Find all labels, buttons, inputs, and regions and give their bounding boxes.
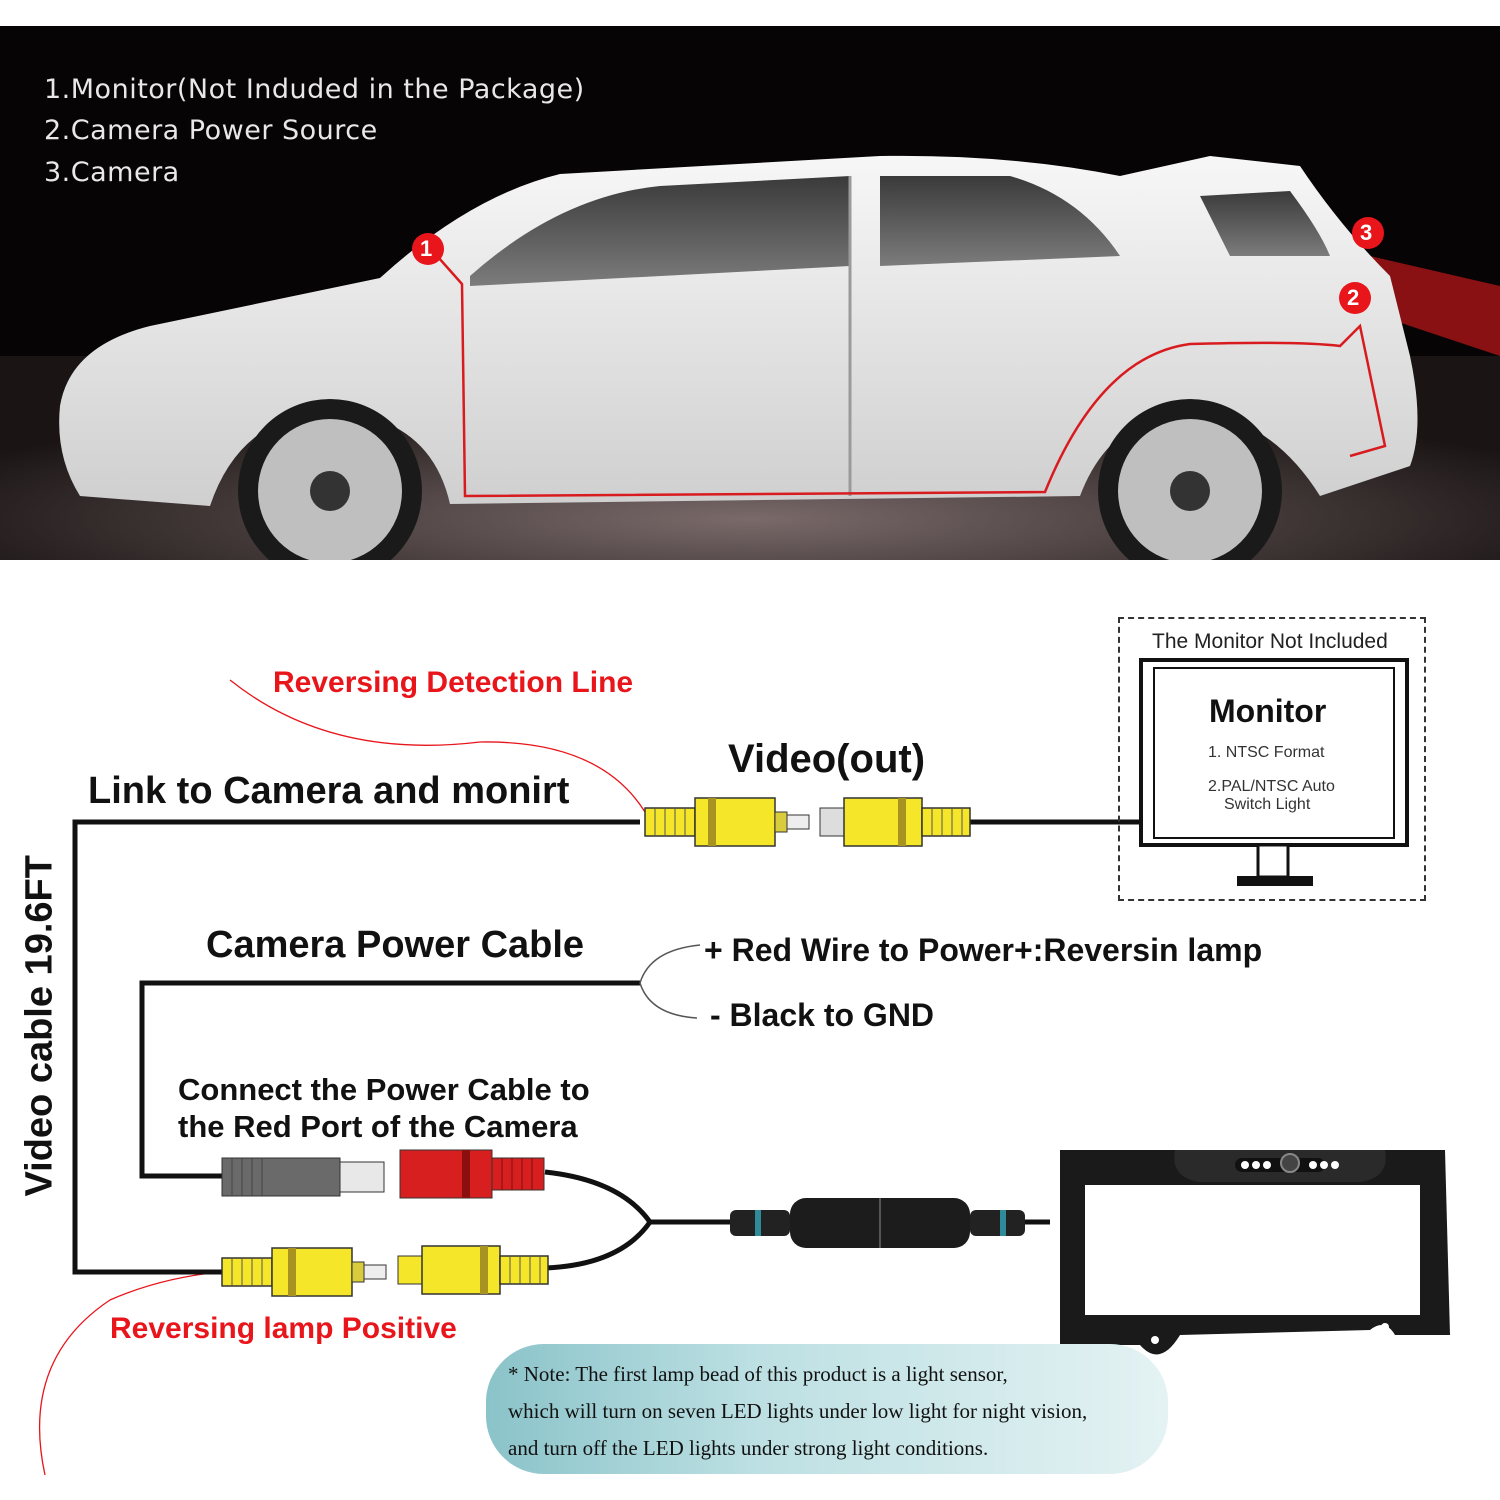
link-camera-monitor-label: Link to Camera and monirt — [88, 770, 570, 812]
video-cable-wire — [72, 819, 640, 1275]
marker-1-label: 1 — [420, 236, 433, 261]
monitor-not-included-box — [1118, 617, 1426, 901]
legend-item-camera: 3.Camera — [44, 157, 180, 188]
power-gray-connector — [221, 1157, 385, 1197]
car-photo-panel: 1 2 3 1.Monitor(Not Induded in the Packa… — [0, 26, 1500, 560]
power-red-connector — [399, 1149, 545, 1199]
marker-1 — [412, 233, 444, 265]
video-out-label: Video(out) — [728, 737, 926, 781]
marker-2-label: 2 — [1347, 285, 1360, 310]
lamp-rca-male-connector — [221, 1247, 387, 1297]
reversing-detection-line-label: Reversing Detection Line — [273, 666, 634, 699]
black-wire-label: - Black to GND — [710, 997, 935, 1033]
monitor-spec-switch: Switch Light — [1224, 796, 1311, 813]
connect-instruction-line2: the Red Port of the Camera — [178, 1109, 578, 1144]
legend-item-power-source: 2.Camera Power Source — [44, 115, 378, 146]
monitor-spec-ntsc: 1. NTSC Format — [1208, 744, 1325, 761]
note-line-1: * Note: The first lamp bead of this prod… — [508, 1362, 1008, 1386]
video-rca-female-connector — [819, 797, 971, 847]
monitor-illustration — [1139, 658, 1409, 886]
note-bubble: * Note: The first lamp bead of this prod… — [486, 1344, 1168, 1474]
split-wire-black — [639, 982, 698, 1019]
split-wire-red — [639, 944, 701, 984]
detection-line-pointer — [229, 679, 646, 813]
video-rca-male-connector — [644, 797, 810, 847]
monitor-spec-pal: 2.PAL/NTSC Auto — [1208, 778, 1335, 795]
connect-instruction-line1: Connect the Power Cable to — [178, 1072, 590, 1107]
rear-wheel — [1098, 399, 1282, 560]
camera-power-cable-label: Camera Power Cable — [206, 924, 585, 966]
camera-light-beam — [1370, 256, 1500, 356]
waterproof-connector — [730, 1198, 1025, 1248]
monitor-title: Monitor — [1209, 693, 1327, 729]
merge-wire-top — [544, 1169, 730, 1225]
marker-3-label: 3 — [1360, 220, 1373, 245]
reversing-lamp-positive-label: Reversing lamp Positive — [110, 1312, 457, 1345]
marker-3 — [1352, 217, 1384, 249]
video-cable-length-label: Video cable 19.6FT — [18, 855, 61, 1197]
lamp-line-pointer — [38, 1271, 221, 1476]
note-line-2: which will turn on seven LED lights unde… — [508, 1399, 1088, 1423]
car-illustration — [0, 26, 1500, 560]
marker-2 — [1339, 282, 1371, 314]
note-line-3: and turn off the LED lights under strong… — [508, 1436, 989, 1460]
power-cable-wire — [139, 980, 640, 1179]
front-wheel — [238, 399, 422, 560]
license-plate-camera-frame — [1060, 1150, 1450, 1355]
wiring-route — [429, 247, 1387, 498]
legend-item-monitor: 1.Monitor(Not Induded in the Package) — [44, 74, 585, 105]
merge-wire-bottom — [544, 1220, 653, 1271]
car-windows — [470, 176, 850, 286]
monitor-caption: The Monitor Not Included — [1152, 630, 1388, 653]
lamp-rca-female-connector — [397, 1245, 549, 1295]
red-wire-label: + Red Wire to Power+:Reversin lamp — [704, 932, 1263, 968]
